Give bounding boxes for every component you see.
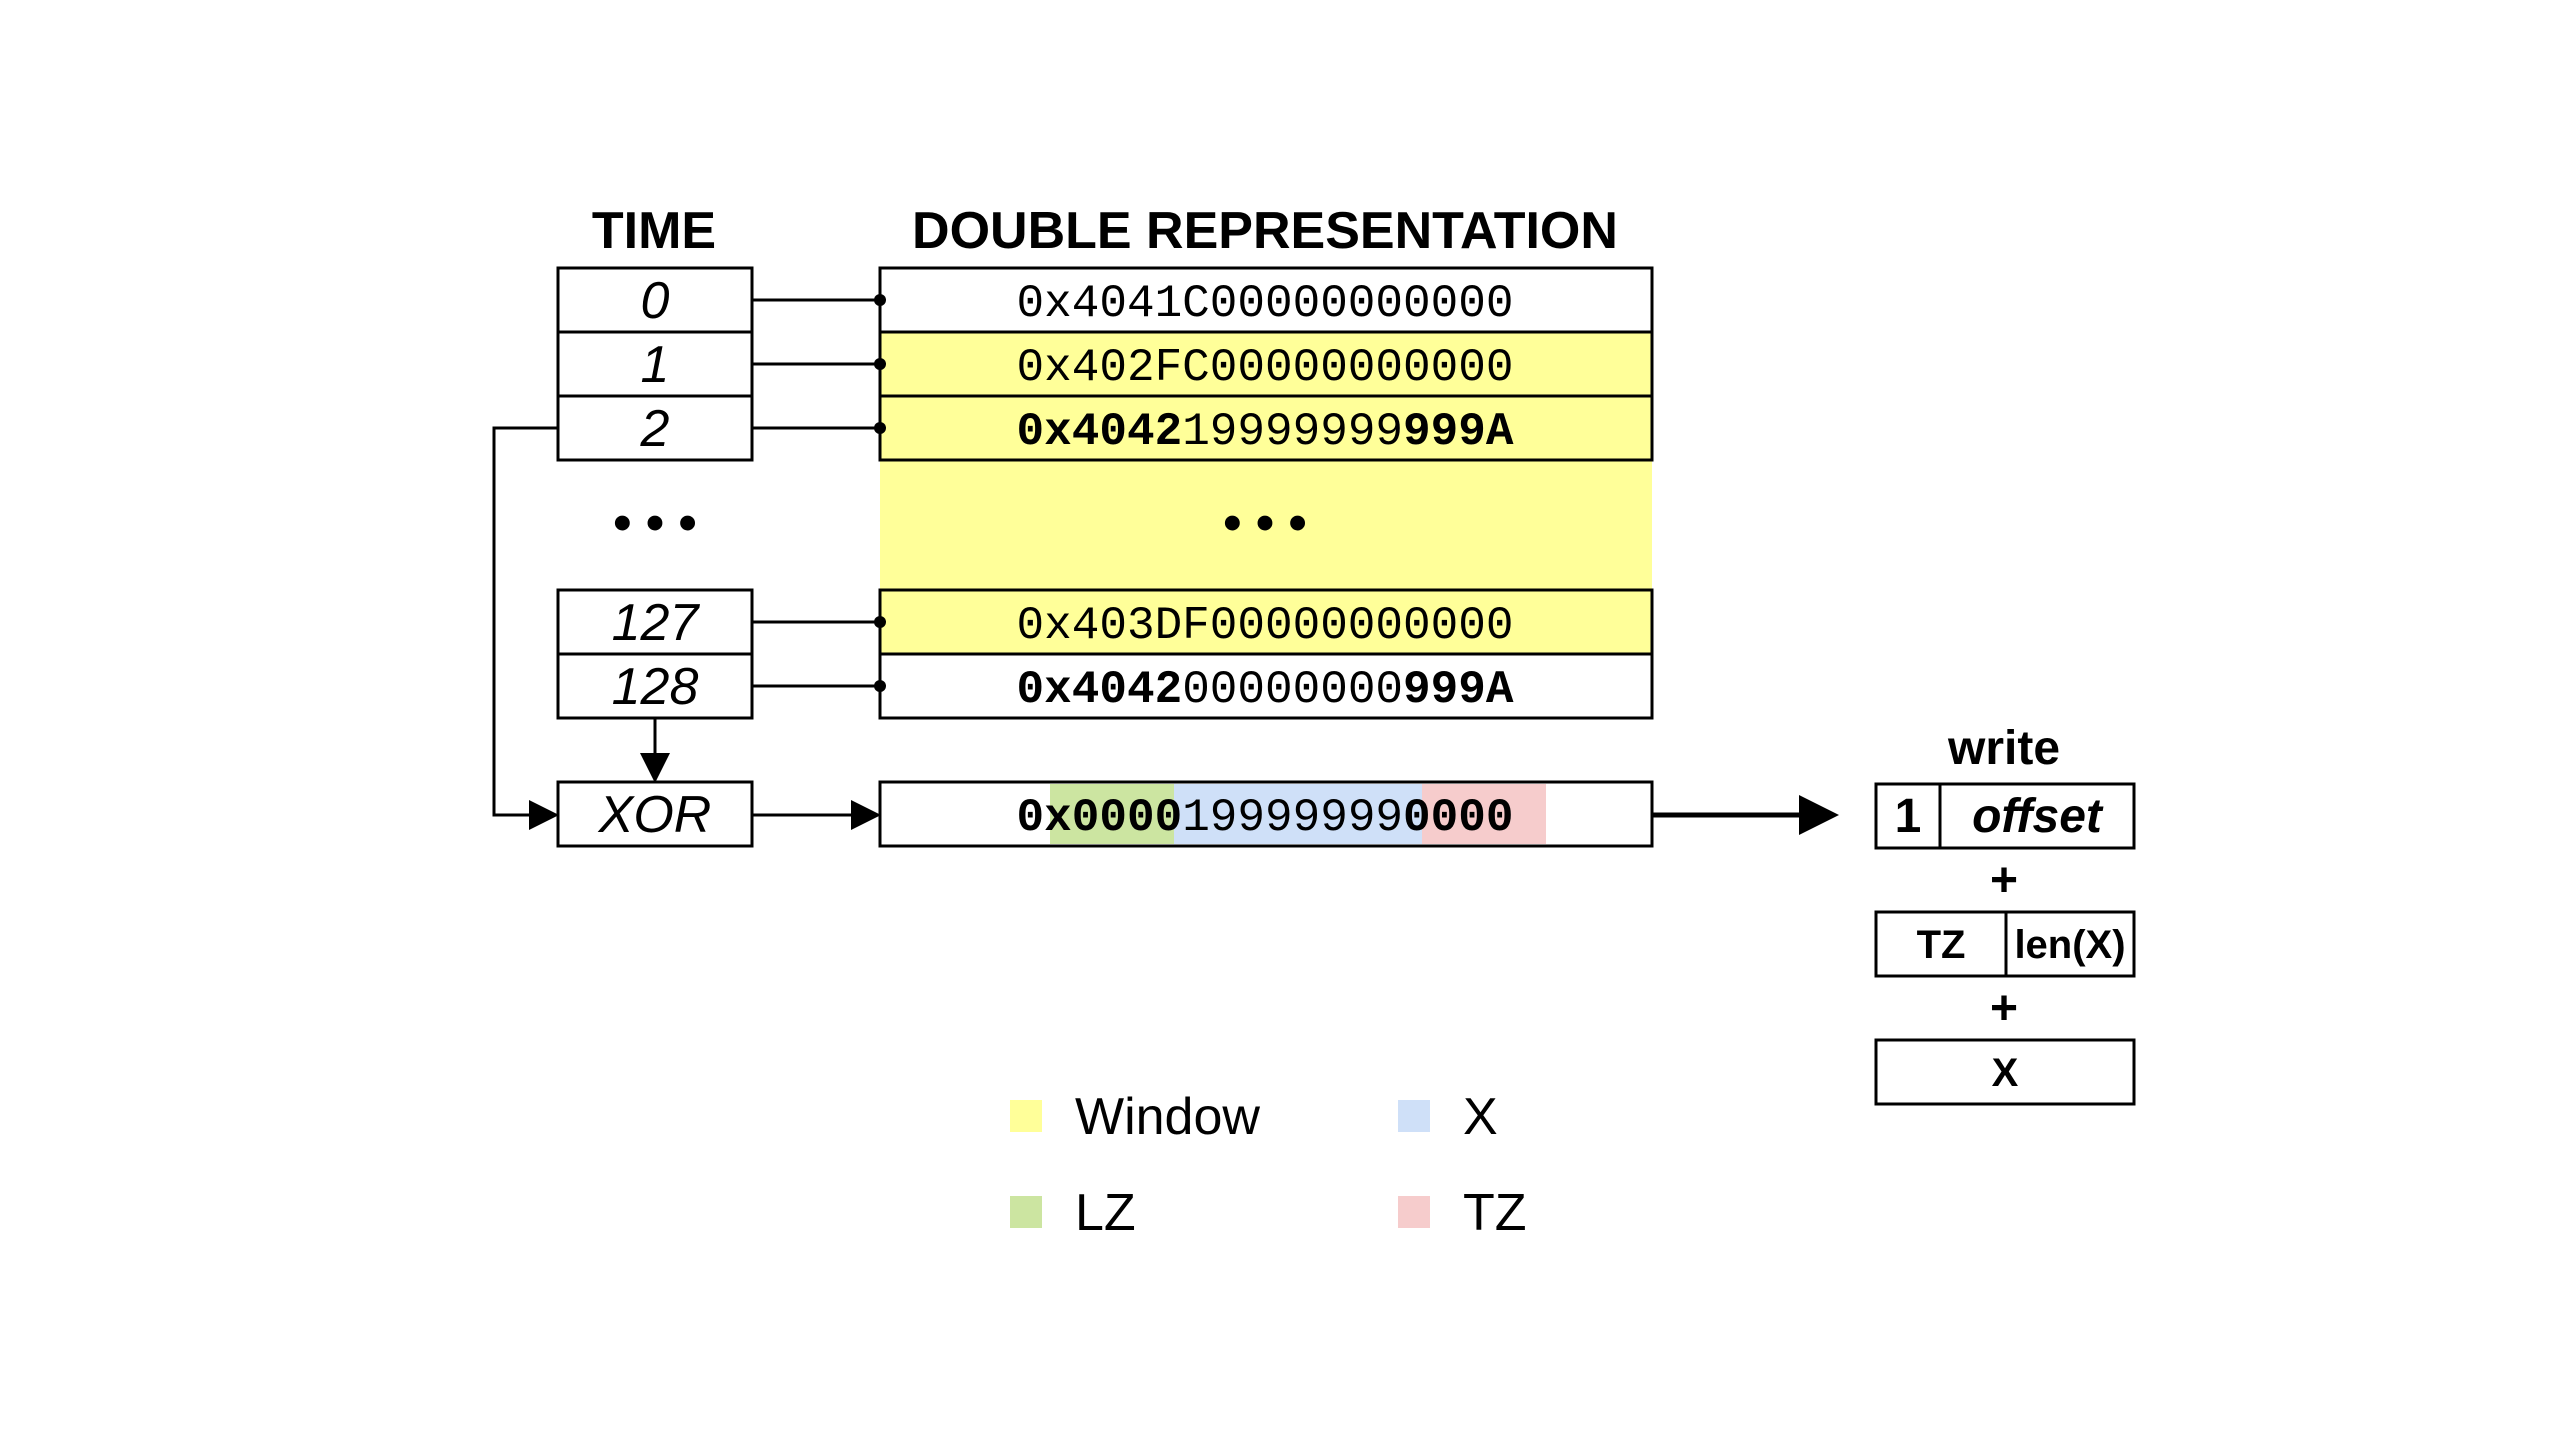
- time-column: 0 1 2 • • • 127 128: [556, 266, 754, 720]
- write-tz: TZ: [1917, 923, 1966, 967]
- connector-dot: [874, 616, 886, 628]
- write-len: len(X): [2014, 923, 2125, 967]
- time-cell-2: [556, 394, 754, 462]
- write-x: X: [1992, 1051, 2019, 1095]
- write-title: write: [1947, 722, 2060, 775]
- hex-segment: 0x402FC00000000000: [1017, 342, 1514, 394]
- xor-segment: 0000: [1403, 792, 1513, 844]
- row-connectors: [752, 294, 886, 692]
- hex-value-1: 0x402FC00000000000: [1017, 342, 1514, 394]
- connector-dot: [874, 294, 886, 306]
- legend-swatch-tz: [1398, 1196, 1430, 1228]
- xor-label: XOR: [598, 786, 712, 844]
- double-representation-header: DOUBLE REPRESENTATION: [912, 202, 1618, 260]
- hex-segment: 999A: [1403, 406, 1514, 458]
- hex-segment: 0x403DF00000000000: [1017, 600, 1514, 652]
- write-flag: 1: [1895, 790, 1922, 843]
- legend: Window X LZ TZ: [1010, 1088, 1527, 1242]
- hex-segment: 0x4042: [1017, 664, 1183, 716]
- hex-segment: 0x4042: [1017, 406, 1183, 458]
- hex-value-127: 0x403DF00000000000: [1017, 600, 1514, 652]
- hex-segment: 19999999: [1182, 406, 1403, 458]
- legend-label-lz: LZ: [1075, 1184, 1136, 1242]
- legend-swatch-x: [1398, 1100, 1430, 1132]
- write-section: write 1 offset + TZ len(X) + X: [1874, 722, 2136, 1106]
- time-ellipsis: • • •: [613, 494, 697, 552]
- double-column: • • • 0x4041C00000000000 0x402FC00000000…: [878, 266, 1654, 720]
- write-row-flag-offset: [1874, 782, 2136, 850]
- hex-segment: 999A: [1403, 664, 1514, 716]
- double-cell-1: [878, 330, 1654, 398]
- time-header: TIME: [592, 202, 716, 260]
- double-ellipsis: • • •: [1223, 494, 1307, 552]
- legend-swatch-window: [1010, 1100, 1042, 1132]
- legend-swatch-lz: [1010, 1196, 1042, 1228]
- legend-label-x: X: [1463, 1088, 1498, 1146]
- plus-sign-2: +: [1990, 982, 2018, 1035]
- write-row-x: [1874, 1038, 2136, 1106]
- hex-value-0: 0x4041C00000000000: [1017, 278, 1514, 330]
- time-cell-0: [556, 266, 754, 334]
- write-offset: offset: [1972, 790, 2104, 843]
- legend-label-window: Window: [1075, 1088, 1260, 1146]
- legend-label-tz: TZ: [1463, 1184, 1527, 1242]
- hex-value-2: 0x404219999999999A: [1017, 406, 1514, 458]
- xor-segment: 19999999: [1182, 792, 1403, 844]
- xor-segment: 0000: [1072, 792, 1182, 844]
- time-value: 0: [641, 272, 670, 330]
- arrow-row2-to-xor: [492, 426, 559, 830]
- hex-value-128: 0x404200000000999A: [1017, 664, 1514, 716]
- hex-segment: 00000000: [1182, 664, 1403, 716]
- time-value: 1: [641, 336, 670, 394]
- time-cell-1: [556, 330, 754, 398]
- time-value: 128: [612, 658, 699, 716]
- hex-segment: 0x4041C00000000000: [1017, 278, 1514, 330]
- connector-dot: [874, 358, 886, 370]
- x-segment: [1174, 784, 1422, 844]
- xor-result-value: 0x0000199999990000: [1017, 792, 1514, 844]
- time-value: 127: [612, 594, 701, 652]
- connector-dot: [874, 680, 886, 692]
- connector-dot: [874, 422, 886, 434]
- xor-segment: 0x: [1017, 792, 1072, 844]
- double-cell-128: [878, 652, 1654, 720]
- plus-sign-1: +: [1990, 854, 2018, 907]
- tz-segment: [1422, 784, 1546, 844]
- xor-box: [556, 780, 754, 848]
- time-value: 2: [640, 400, 670, 458]
- lz-segment: [1050, 784, 1174, 844]
